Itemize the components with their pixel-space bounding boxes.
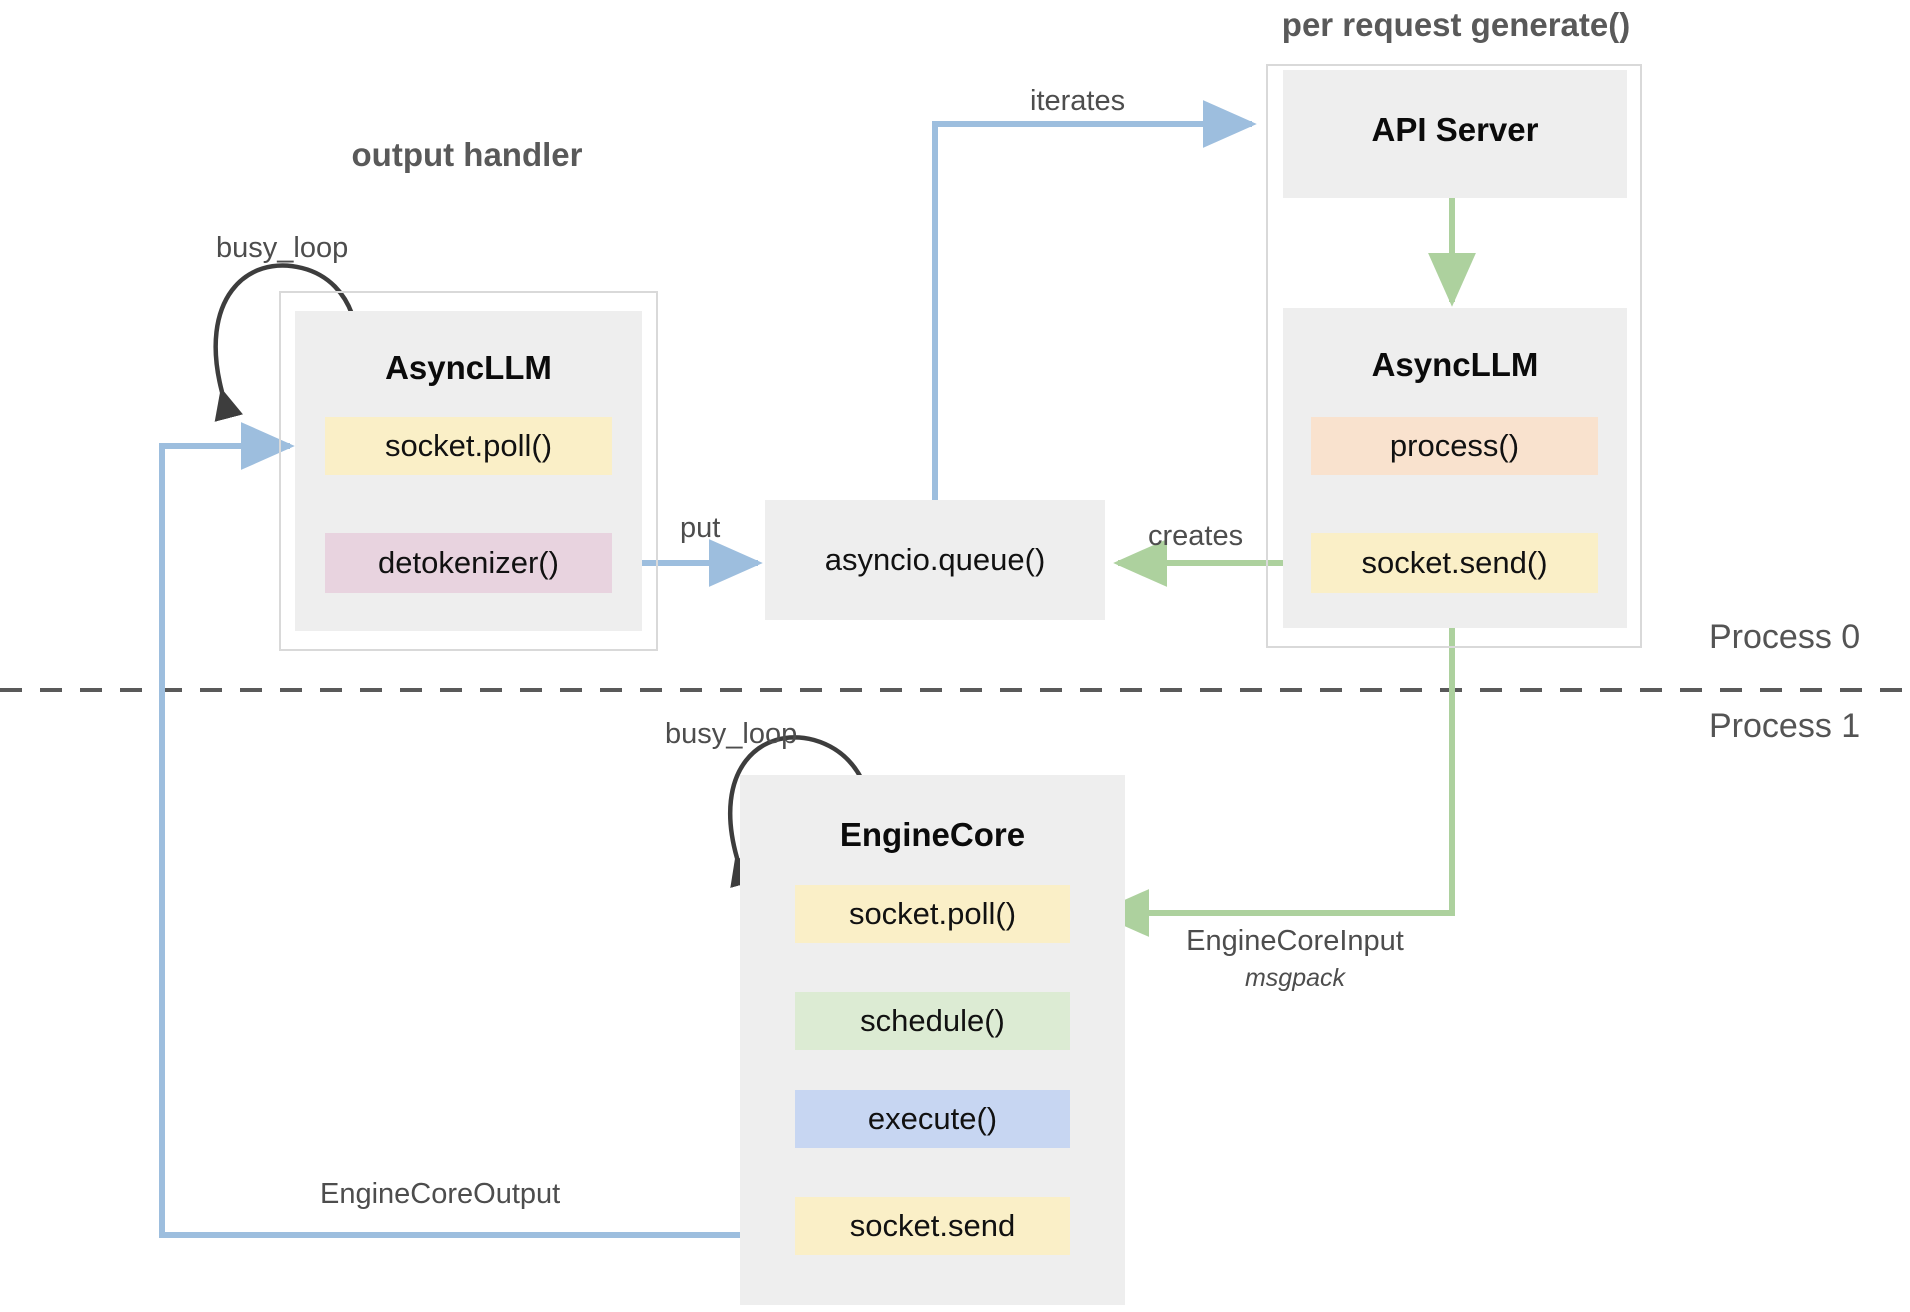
api-asyncllm-title: AsyncLLM bbox=[1371, 346, 1539, 383]
per-request-generate-frame bbox=[1266, 64, 1642, 648]
chip-execute[interactable]: execute() bbox=[795, 1090, 1070, 1148]
edge-sublabel-msgpack: msgpack bbox=[1244, 964, 1346, 992]
api-server-title: API Server bbox=[1371, 111, 1539, 148]
chip-socket-poll-output-handler[interactable]: socket.poll() bbox=[325, 417, 612, 475]
edge-label-put: put bbox=[680, 512, 721, 544]
chip-detokenizer[interactable]: detokenizer() bbox=[325, 533, 612, 593]
chip-socket-send-engine-core[interactable]: socket.send bbox=[795, 1197, 1070, 1255]
edge-label-engine-core-output: EngineCoreOutput bbox=[320, 1178, 561, 1210]
output-handler-title: output handler bbox=[351, 136, 583, 173]
asyncio-queue-label: asyncio.queue() bbox=[824, 542, 1046, 577]
edge-label-iterates: iterates bbox=[1030, 85, 1126, 117]
busy-loop-label-engine-core: busy_loop bbox=[665, 718, 798, 750]
chip-socket-poll-engine-core[interactable]: socket.poll() bbox=[795, 885, 1070, 943]
asyncio-queue-box[interactable]: asyncio.queue() bbox=[765, 500, 1105, 620]
chip-process[interactable]: process() bbox=[1311, 417, 1598, 475]
busy-loop-label-output-handler: busy_loop bbox=[216, 232, 349, 264]
per-request-generate-title: per request generate() bbox=[1281, 6, 1631, 43]
engine-core-title: EngineCore bbox=[839, 816, 1026, 853]
process-1-label: Process 1 bbox=[1709, 707, 1861, 745]
edge-iterates bbox=[932, 100, 1257, 505]
edge-label-creates: creates bbox=[1148, 520, 1244, 552]
process-0-label: Process 0 bbox=[1709, 618, 1861, 656]
chip-schedule[interactable]: schedule() bbox=[795, 992, 1070, 1050]
api-server-box[interactable]: API Server bbox=[1283, 70, 1627, 198]
output-handler-asyncllm-title: AsyncLLM bbox=[385, 349, 552, 386]
edge-label-engine-core-input: EngineCoreInput bbox=[1186, 925, 1404, 957]
chip-socket-send-asyncllm[interactable]: socket.send() bbox=[1311, 533, 1598, 593]
output-handler-frame bbox=[279, 291, 658, 651]
